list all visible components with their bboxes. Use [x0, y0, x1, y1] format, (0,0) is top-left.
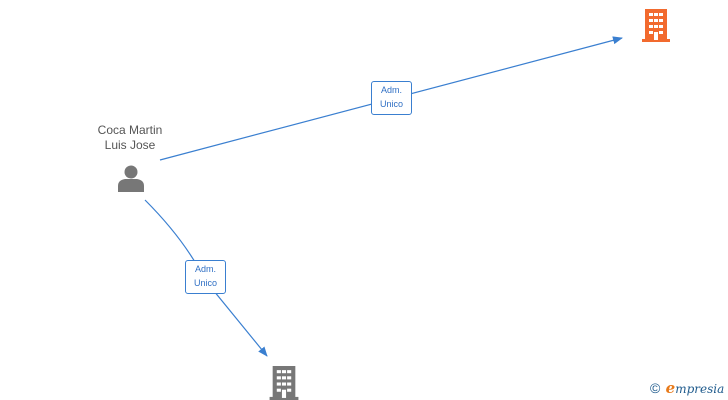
copyright-symbol: ©	[650, 380, 661, 396]
person-icon[interactable]	[116, 164, 146, 192]
person-name-line1: Coca Martin	[97, 123, 163, 137]
person-name-line2: Luis Jose	[104, 138, 156, 152]
company-top-building-icon[interactable]	[642, 9, 670, 42]
edge-label-top-line2: Unico	[379, 99, 403, 109]
edge-label-top[interactable]: Adm. Unico	[371, 81, 412, 115]
edge-label-bottom-line1: Adm.	[194, 264, 216, 274]
edge-label-bottom[interactable]: Adm. Unico	[185, 260, 226, 294]
brand-e-letter: e	[665, 379, 676, 397]
brand-name-rest: mpresia	[675, 382, 725, 396]
brand-logo: © empresia	[650, 379, 724, 397]
person-name[interactable]: Coca Martin Luis Jose	[80, 123, 180, 153]
edge-label-bottom-line2: Unico	[193, 278, 217, 288]
company-bottom-building-icon[interactable]	[268, 366, 300, 400]
edge-label-top-line1: Adm.	[380, 85, 402, 95]
